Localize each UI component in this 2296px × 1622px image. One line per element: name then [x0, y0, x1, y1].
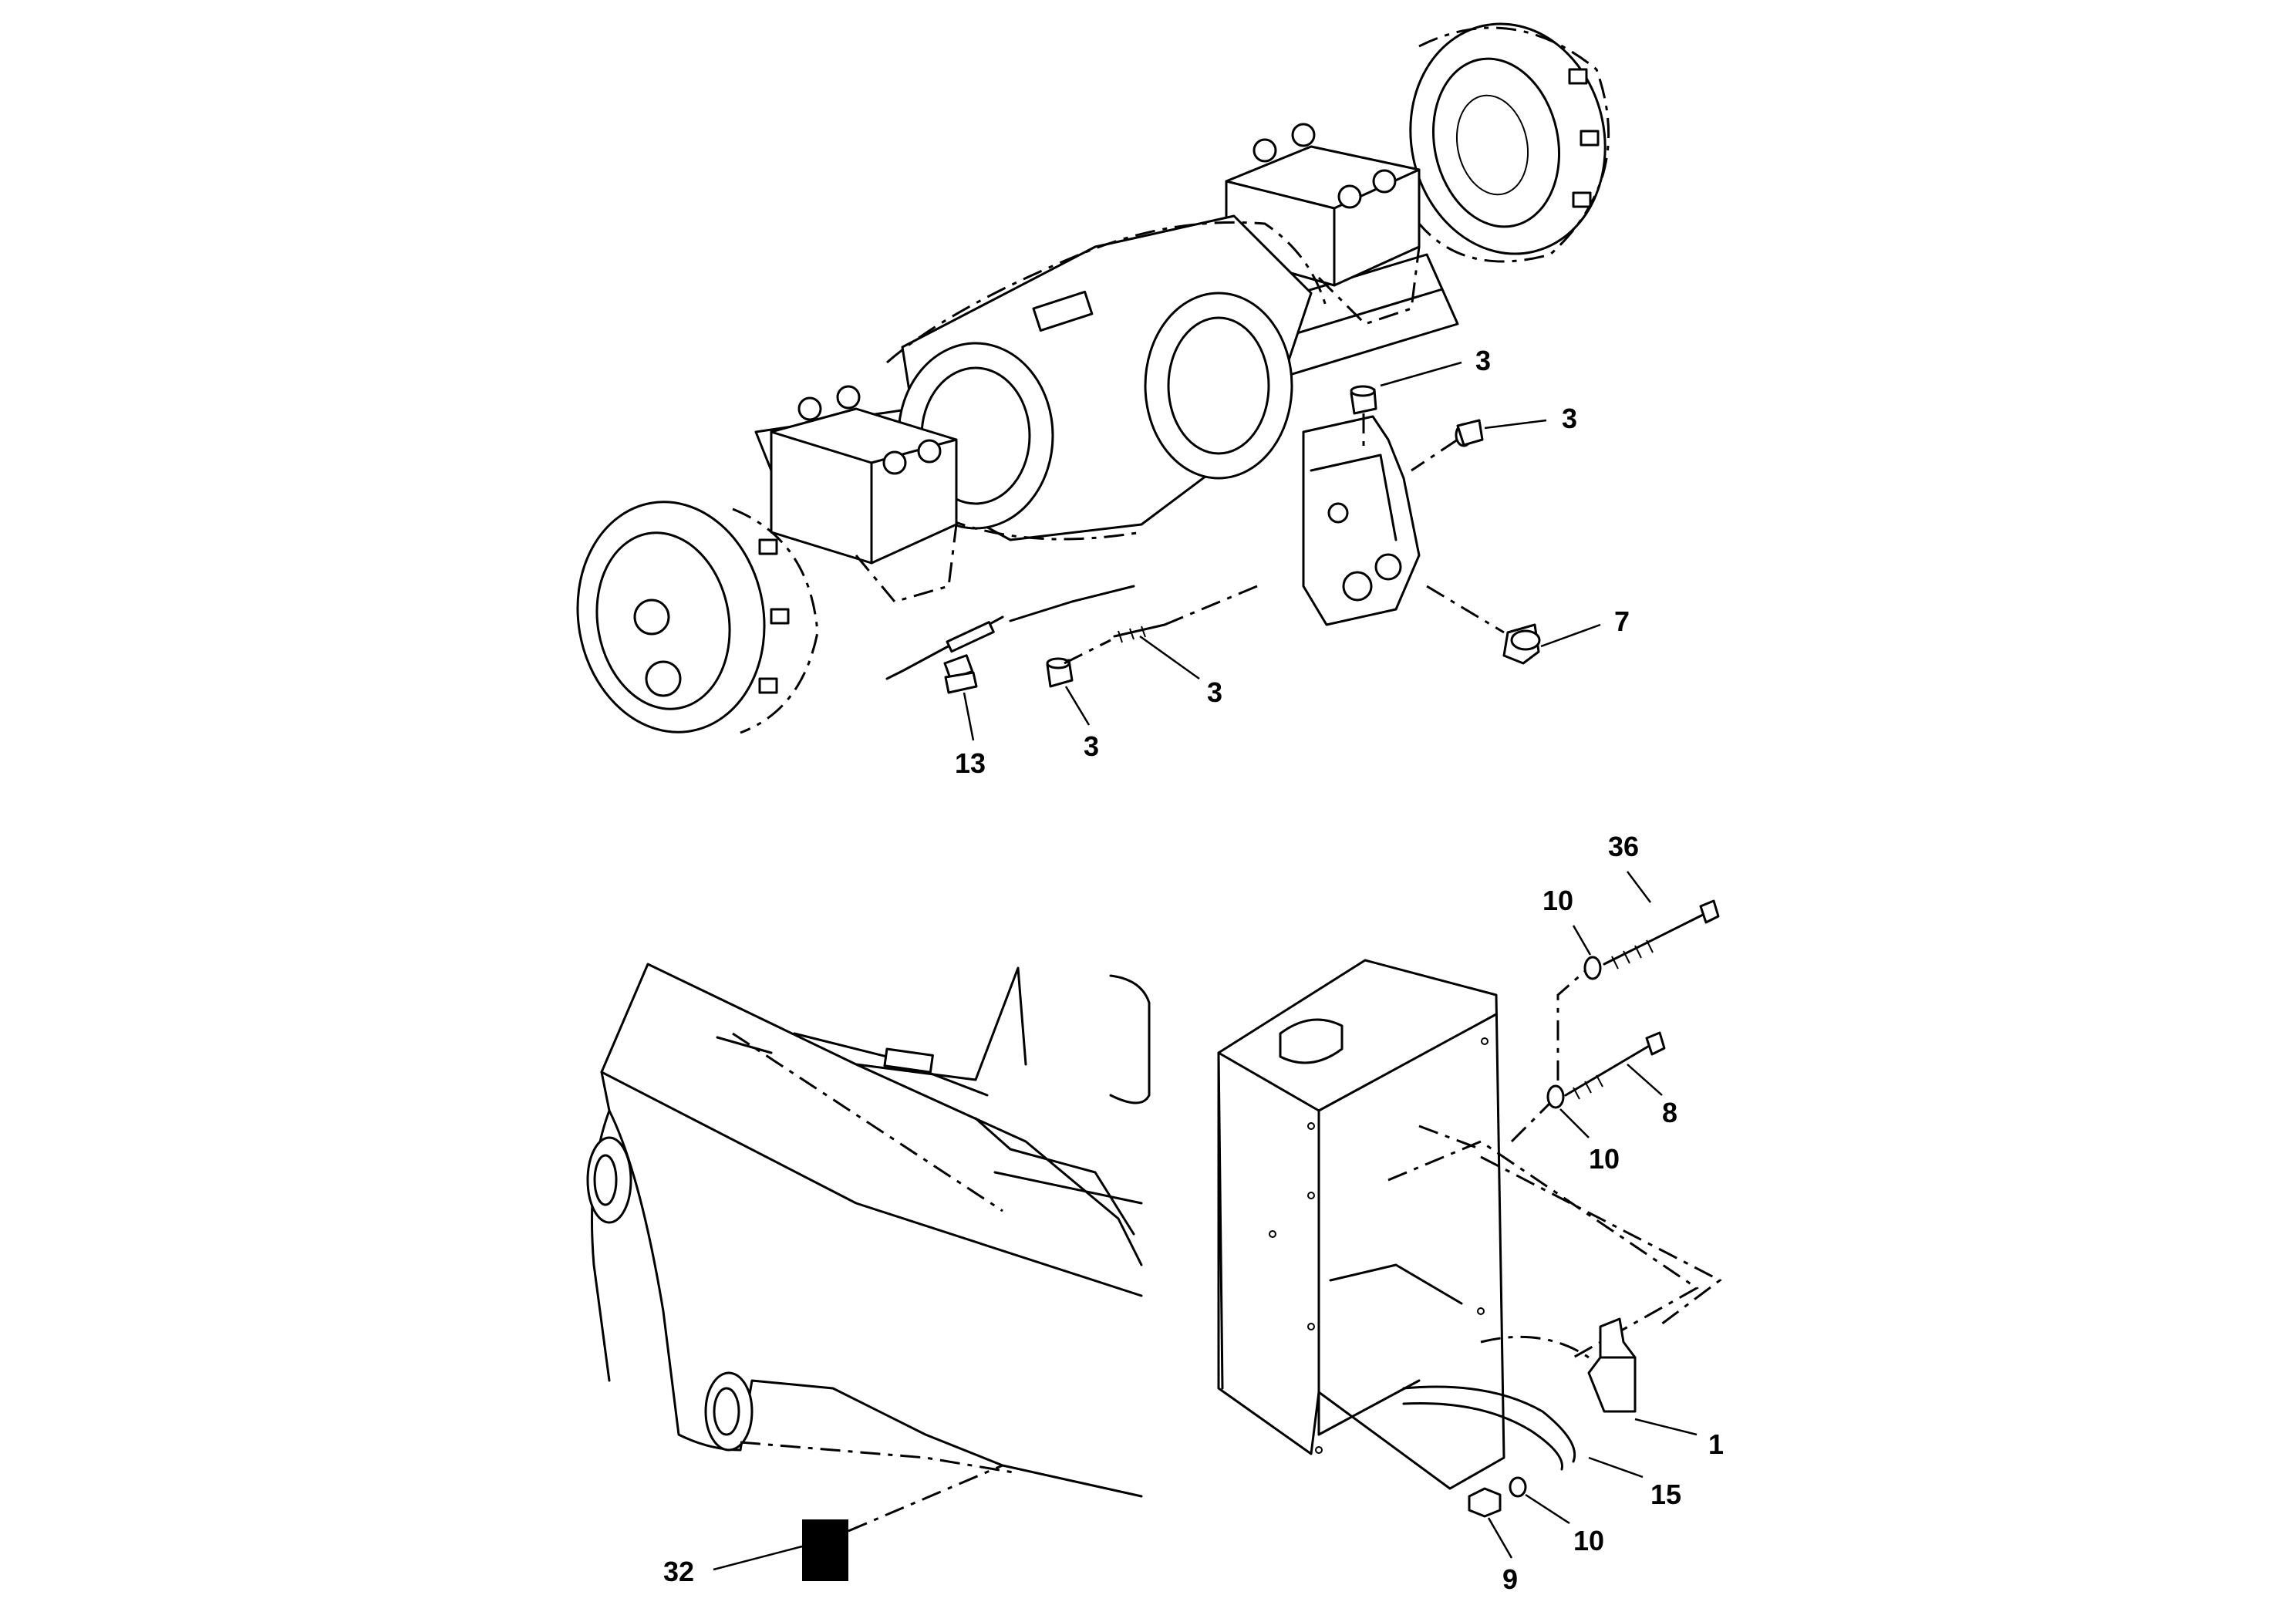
- bolt-36: [1603, 899, 1720, 969]
- svg-text:32: 32: [663, 1556, 694, 1587]
- callout-c11: 1: [1634, 1418, 1724, 1460]
- callout-c5: 3: [1064, 686, 1099, 762]
- valve-block: [1302, 415, 1421, 626]
- callout-c1: 3: [1380, 345, 1491, 387]
- svg-text:3: 3: [1084, 730, 1099, 762]
- right-wheel-hub: [1409, 22, 1610, 263]
- washer-10-upper: [1583, 956, 1602, 980]
- assembly-dash-lines: [1387, 966, 1722, 1359]
- nut-9: [1468, 1487, 1502, 1518]
- svg-text:10: 10: [1573, 1525, 1604, 1556]
- callout-c13: 10: [1525, 1493, 1604, 1556]
- axle-assembly: [576, 22, 1610, 734]
- bolt-8: [1564, 1031, 1666, 1100]
- callout-c8: 10: [1542, 885, 1592, 956]
- svg-text:3: 3: [1475, 345, 1491, 376]
- svg-text:15: 15: [1650, 1479, 1681, 1510]
- plug-part-3-c: [1046, 639, 1111, 688]
- callout-c2: 3: [1484, 403, 1577, 434]
- bracket-1: [1587, 1317, 1637, 1413]
- svg-text:8: 8: [1662, 1097, 1677, 1128]
- callout-c12: 15: [1588, 1456, 1681, 1510]
- svg-text:3: 3: [1207, 676, 1222, 708]
- svg-text:13: 13: [955, 747, 986, 779]
- callout-c6: 13: [955, 692, 986, 779]
- plug-part-3-a: [1350, 385, 1377, 447]
- callout-c9: 8: [1627, 1064, 1677, 1128]
- svg-text:10: 10: [1542, 885, 1573, 916]
- callout-c7: 36: [1608, 831, 1651, 903]
- callout-c10: 10: [1559, 1108, 1620, 1175]
- guard-box: [1217, 959, 1505, 1490]
- left-wheel-hub: [576, 501, 819, 734]
- svg-text:3: 3: [1562, 403, 1577, 434]
- svg-text:7: 7: [1614, 605, 1630, 637]
- cable-connector-13: [944, 671, 978, 694]
- callout-c15: 32: [663, 1545, 803, 1587]
- sensor-cable: [885, 585, 1135, 681]
- svg-text:9: 9: [1502, 1563, 1518, 1595]
- washer-10-lower: [1509, 1476, 1527, 1498]
- callout-c3: 7: [1540, 605, 1630, 648]
- chassis-frame: [586, 963, 1151, 1498]
- callout-c4: 3: [1139, 635, 1222, 708]
- decal-32: [802, 1464, 1003, 1581]
- svg-text:36: 36: [1608, 831, 1639, 862]
- sensor-rod-3: [1113, 585, 1258, 643]
- plug-part-3-b: [1411, 419, 1484, 472]
- harness-15: [1402, 1385, 1576, 1471]
- callout-c14: 9: [1487, 1517, 1518, 1595]
- washer-10-mid: [1546, 1084, 1565, 1109]
- elbow-fitting-7: [1426, 585, 1541, 665]
- svg-text:1: 1: [1708, 1428, 1724, 1460]
- right-spring-seat: [1225, 123, 1421, 325]
- svg-text:10: 10: [1589, 1143, 1620, 1175]
